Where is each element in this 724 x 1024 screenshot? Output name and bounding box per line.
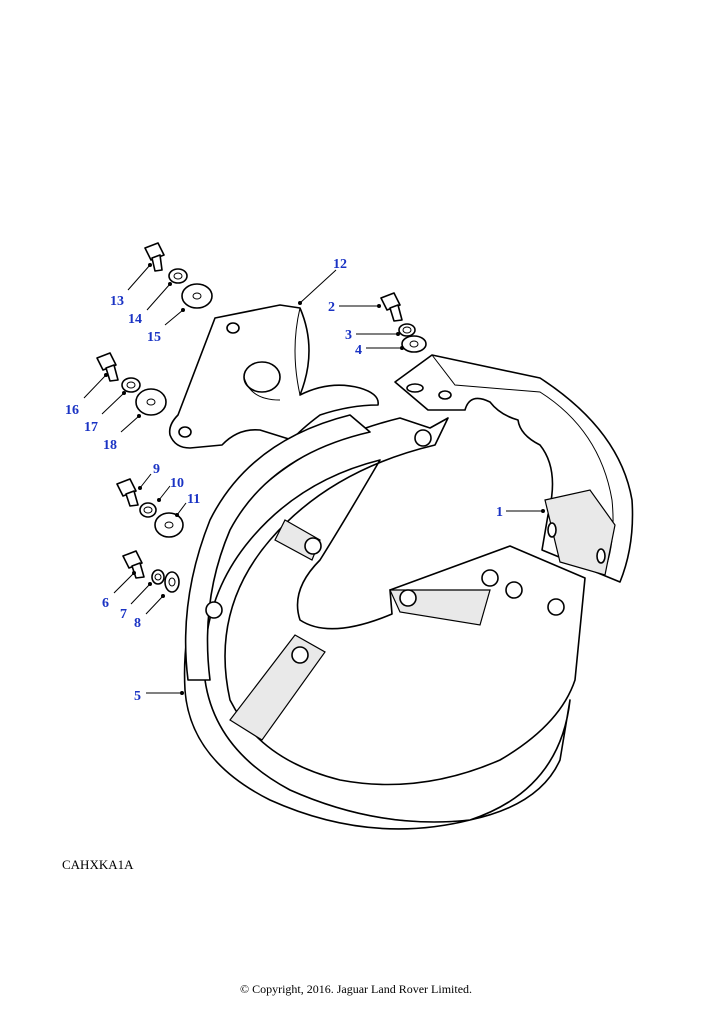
diagram-code: CAHXKA1A — [62, 857, 134, 872]
callout-18: 18 — [103, 438, 117, 453]
washer-15 — [181, 283, 213, 309]
callout-7: 7 — [120, 607, 127, 622]
callout-1: 1 — [496, 505, 503, 520]
outer-shield-part-5 — [183, 414, 586, 830]
callout-6: 6 — [102, 596, 109, 611]
callout-10: 10 — [170, 476, 184, 491]
washer-17 — [121, 377, 141, 393]
rear-shield-part-1 — [394, 354, 634, 583]
callout-4: 4 — [355, 343, 362, 358]
callout-17: 17 — [84, 420, 98, 435]
bolt-16 — [96, 352, 119, 382]
washer-18 — [135, 388, 167, 416]
washer-3 — [398, 323, 416, 337]
mounting-bracket-part-12 — [168, 304, 379, 449]
bolt-13 — [144, 242, 165, 272]
leader-lines — [83, 263, 545, 695]
callout-5: 5 — [134, 689, 141, 704]
callout-9: 9 — [153, 462, 160, 477]
callout-2: 2 — [328, 300, 335, 315]
callout-15: 15 — [147, 330, 161, 345]
washer-11 — [154, 512, 184, 538]
callout-3: 3 — [345, 328, 352, 343]
bolt-9 — [116, 478, 139, 507]
copyright-notice: © Copyright, 2016. Jaguar Land Rover Lim… — [239, 982, 473, 996]
bolt-2 — [380, 292, 403, 322]
washer-4 — [401, 335, 427, 353]
callout-8: 8 — [134, 616, 141, 631]
callout-12: 12 — [333, 257, 347, 272]
callout-labels: 1 2 3 4 5 6 7 8 9 10 11 12 13 14 15 16 1… — [65, 257, 503, 704]
washer-7 — [151, 569, 165, 585]
callout-14: 14 — [128, 312, 142, 327]
callout-16: 16 — [65, 403, 79, 418]
washer-8 — [164, 571, 180, 593]
washer-10 — [139, 502, 157, 518]
callout-11: 11 — [187, 492, 200, 507]
washer-14 — [168, 268, 188, 284]
callout-13: 13 — [110, 294, 124, 309]
